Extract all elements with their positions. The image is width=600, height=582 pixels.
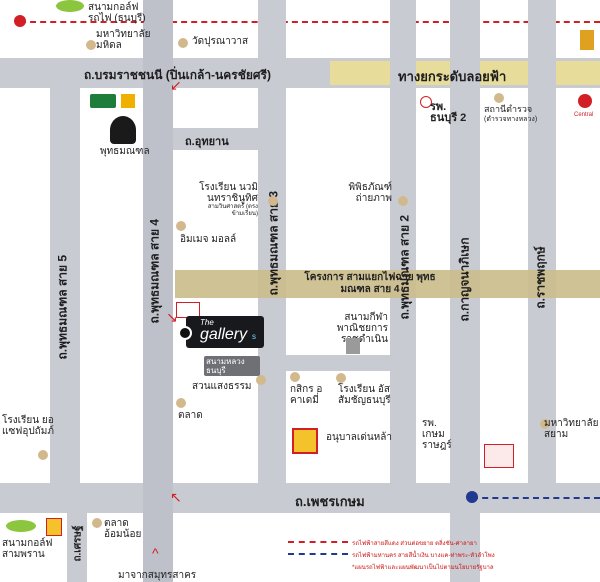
- road-phutthamonthon-sai-3: [258, 0, 286, 483]
- legend-red-label: รถไฟฟ้าสายสีแดง ส่วนต่อขยาย ตลิ่งชัน-ศาล…: [352, 541, 477, 547]
- police-station-label: สถานีตำรวจ: [484, 104, 533, 114]
- blue-line-station-icon: [466, 491, 478, 503]
- red-flag-icon: [46, 518, 62, 536]
- talad-om-noi-dot: [92, 518, 102, 528]
- school-assumption-label: โรงเรียน อัสสัมชัญธนบุรี: [338, 384, 391, 406]
- tesco-icon: [90, 94, 116, 108]
- school-navamin-label: โรงเรียน นวมินทราชินูทิศ: [199, 182, 258, 204]
- the-gallery-marker: The gallery s: [186, 316, 264, 348]
- gallery-the: The: [200, 318, 214, 327]
- road-to-kaew: [67, 513, 87, 582]
- legend-red-line: [288, 541, 348, 543]
- suan-sangtham-label: สวนแสงธรรม: [192, 381, 252, 392]
- road-label-borommaratchachonnani: ถ.บรมราชชนนี (ปิ่นเกล้า-นครชัยศรี): [84, 68, 271, 82]
- mall-logo-icon: [484, 444, 514, 468]
- road-phutthamonthon-sai-4: [143, 0, 173, 582]
- school-navamin-sublabel: สามวินศาสตร์ (ตรงข้ามเรียน): [207, 204, 258, 217]
- road-label-phutthamonthon-sai-3: ถ.พุทธมณฑล สาย 3: [266, 190, 281, 296]
- golf-luang-label: สนามหลวง ธนบุรี: [206, 357, 245, 375]
- police-station-dot: [494, 93, 504, 103]
- road-inner-1: [280, 355, 410, 371]
- mahidol-siam-label: มหาวิทยาลัย สยาม: [544, 418, 599, 440]
- museum-dot: [398, 196, 408, 206]
- talad-label: ตลาด: [178, 410, 203, 421]
- wat-pruk-label: วัดปุรณาวาส: [192, 36, 249, 47]
- blue-line-rail: [472, 497, 600, 499]
- index-icon: [580, 30, 594, 50]
- index-logo-icon: [121, 94, 135, 108]
- gallery-suffix: s: [252, 332, 256, 341]
- arrow-icon-4: ^: [152, 545, 159, 561]
- road-label-to-kaew: ถ.เศรษฐ์: [72, 525, 84, 562]
- golf-sampran-icon: [6, 520, 36, 532]
- police-station-sublabel: (ตำรวจทางหลวง): [484, 116, 538, 123]
- hospital-icon: [420, 96, 432, 108]
- school-yothin-dot: [38, 450, 48, 460]
- intersection-project-label: โครงการ สามแยกไฟฉาย พุทธมณฑล สาย 4: [304, 272, 436, 295]
- mahidol-dot: [86, 40, 96, 50]
- talad-om-noi-label: ตลาด อ้อมน้อย: [104, 518, 142, 540]
- school-assumption-dot: [336, 373, 346, 383]
- arrow-icon-3: ↖: [170, 489, 182, 505]
- arrow-icon-1: ↙: [170, 77, 182, 93]
- road-label-phetkasem: ถ.เพชรเกษม: [295, 494, 365, 509]
- school-yothin-label: โรงเรียน ยอแซฟอุปถัมภ์: [2, 415, 54, 437]
- red-line-station-icon: [14, 15, 26, 27]
- road-phutthamonthon-sai-5: [50, 85, 80, 485]
- hospital-thonburi-label: รพ. ธนบุรี 2: [430, 101, 467, 124]
- wat-pruk-dot: [178, 38, 188, 48]
- mahidol-siam-dot: [540, 419, 550, 429]
- road-ratchaphruek: [528, 0, 556, 483]
- kasem-academy-label: กสิกร อคาเดมี่: [290, 384, 323, 406]
- hospital-kasem-label: รพ. เกษมราษฎร์: [422, 418, 452, 451]
- golf-icon: [56, 0, 84, 12]
- arrow-icon-2: ↘: [166, 309, 178, 325]
- police-court-label: สนามกีฬา พาณิชยการ ราชดำเนิน: [336, 312, 388, 345]
- red-line-rail: [20, 21, 600, 23]
- suan-sangtham-dot: [256, 375, 266, 385]
- road-label-expressway: ทางยกระดับลอยฟ้า: [398, 69, 507, 84]
- kindergarten-label: อนุบาลเด่นหล้า: [326, 432, 393, 443]
- legend-blue-line: [288, 553, 348, 555]
- imm-mall-dot: [176, 221, 186, 231]
- golf-sampran-label: สนามกอล์ฟ สามพราน: [2, 538, 53, 560]
- road-phutthamonthon-sai-2: [390, 0, 416, 483]
- road-label-phutthamonthon-sai-2: ถ.พุทธมณฑล สาย 2: [397, 214, 412, 320]
- gallery-name: gallery: [200, 326, 248, 343]
- road-label-kanchanaphisek: ถ.กาญจนาภิเษก: [457, 237, 472, 322]
- road-label-uthayan: ถ.อุทยาน: [185, 136, 229, 148]
- legend-blue-label: รถไฟฟ้ามหานคร สายสีน้ำเงิน บางแค-ท่าพระ-…: [352, 553, 495, 559]
- road-uthayan: [170, 128, 260, 150]
- gallery-location-icon: [178, 326, 192, 340]
- buddha-statue-icon: [110, 116, 136, 144]
- police-court-icon: [346, 338, 360, 354]
- imm-mall-label: อิมเมจ มอลล์: [180, 234, 237, 245]
- phutthamonthon-label: พุทธมณฑล: [100, 146, 150, 157]
- intersection-project-band: [175, 270, 600, 298]
- legend-note: *แผนรถไฟฟ้าและแผนพัฒนาเป็นไปตามนโยบายรัฐ…: [352, 565, 494, 571]
- talad-dot: [176, 398, 186, 408]
- mahidol-label: มหาวิทยาลัย มหิดล: [96, 29, 151, 51]
- central-label: Central: [574, 112, 594, 118]
- road-label-phutthamonthon-sai-4: ถ.พุทธมณฑล สาย 4: [147, 218, 162, 324]
- golf-luang-box: [204, 356, 260, 376]
- golf-rot-fai-label: สนามกอล์ฟ รถไฟ (ธนบุรี): [88, 2, 146, 24]
- school-navamin-dot: [268, 196, 278, 206]
- kindergarten-icon: [292, 428, 318, 454]
- kasem-academy-dot: [290, 372, 300, 382]
- museum-label: พิพิธภัณฑ์ ถ่ายภาพ: [348, 182, 392, 204]
- road-label-ratchaphruek: ถ.ราชพฤกษ์: [533, 246, 548, 309]
- central-icon: [578, 94, 592, 108]
- road-label-phutthamonthon-sai-5: ถ.พุทธมณฑล สาย 5: [55, 254, 70, 360]
- from-samut-sakhon-label: มาจากสมุทรสาคร: [118, 570, 197, 581]
